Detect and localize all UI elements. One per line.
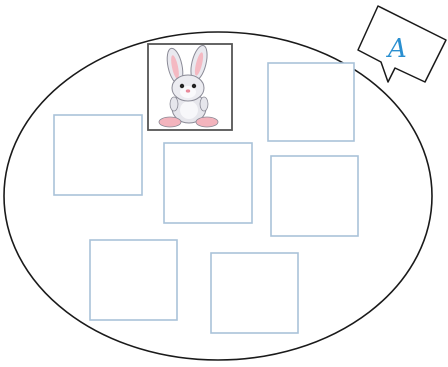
rabbit-picture-box[interactable] xyxy=(148,44,232,130)
empty-box-1[interactable] xyxy=(268,63,354,141)
empty-box-4[interactable] xyxy=(271,156,358,236)
empty-box-5[interactable] xyxy=(90,240,177,320)
set-label-tag: A xyxy=(358,6,446,82)
empty-box-2[interactable] xyxy=(54,115,142,195)
tag-letter: A xyxy=(386,34,407,64)
empty-box-3[interactable] xyxy=(164,143,252,223)
empty-box-6[interactable] xyxy=(211,253,298,333)
